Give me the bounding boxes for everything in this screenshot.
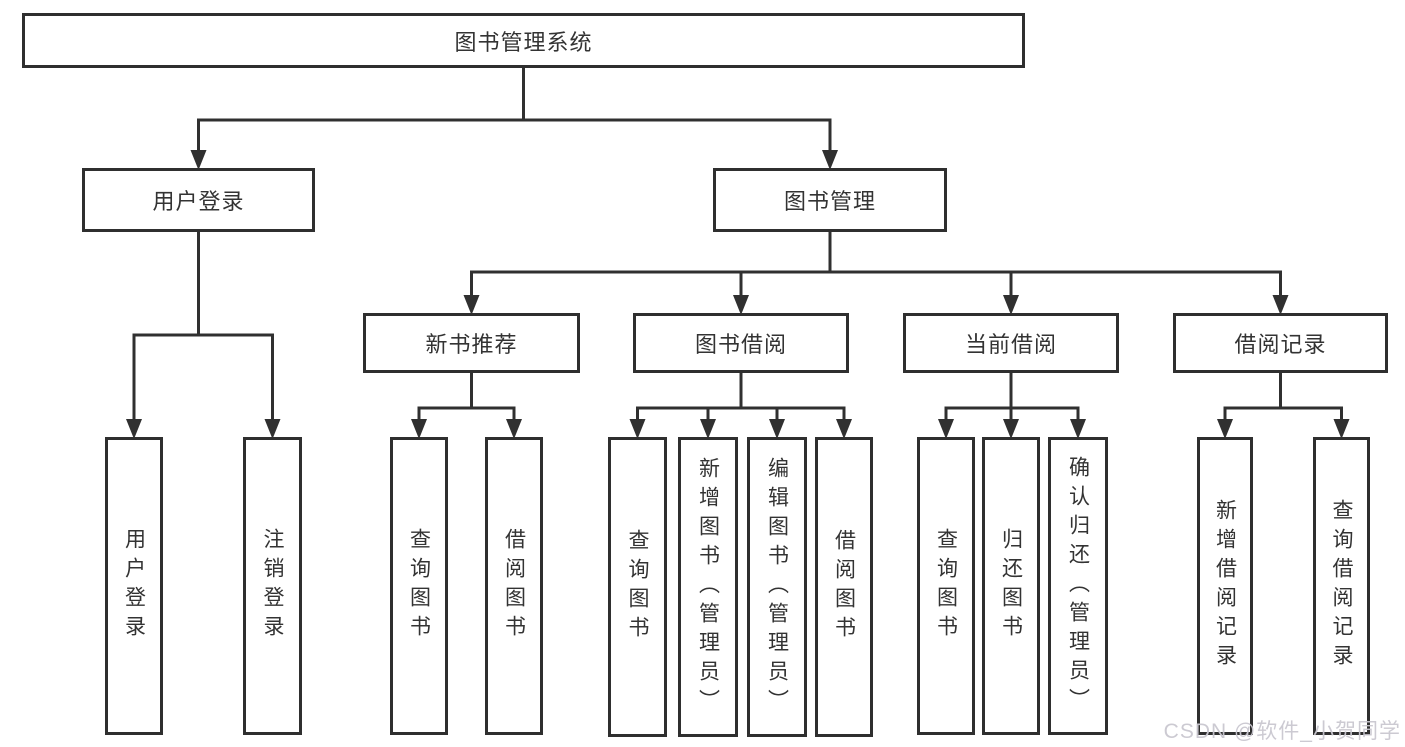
node-borrowrecords: 借阅记录 xyxy=(1173,313,1388,373)
node-queryrecord: 查询借阅记录 xyxy=(1313,437,1370,735)
arrowhead-icon xyxy=(1217,419,1233,439)
node-querybooks2: 查询图书 xyxy=(608,437,667,737)
node-editbooks: 编辑图书（管理员） xyxy=(747,437,807,737)
arrowhead-icon xyxy=(938,419,954,439)
node-label-querybooks3: 查询图书 xyxy=(934,528,958,644)
node-querybooks1: 查询图书 xyxy=(390,437,448,735)
node-logout: 注销登录 xyxy=(243,437,302,735)
node-label-borrowbooks1: 借阅图书 xyxy=(502,528,526,644)
arrowhead-icon xyxy=(700,419,716,439)
node-borrowbooks2: 借阅图书 xyxy=(815,437,873,737)
node-label-querybooks1: 查询图书 xyxy=(407,528,431,644)
node-label-currentborrow: 当前借阅 xyxy=(964,332,1057,357)
arrowhead-icon xyxy=(1003,419,1019,439)
node-label-returnbooks: 归还图书 xyxy=(999,528,1023,644)
node-root: 图书管理系统 xyxy=(22,13,1025,68)
arrowhead-icon xyxy=(1003,295,1019,315)
node-confirmreturn: 确认归还（管理员） xyxy=(1048,437,1108,735)
node-label-bookmgmt: 图书管理 xyxy=(783,189,876,214)
arrowhead-icon xyxy=(822,150,838,170)
node-addbooks: 新增图书（管理员） xyxy=(678,437,738,737)
arrowhead-icon xyxy=(629,419,646,439)
arrowhead-icon xyxy=(733,295,749,315)
arrowhead-icon xyxy=(836,419,852,439)
arrowhead-icon xyxy=(463,295,480,315)
node-addrecord: 新增借阅记录 xyxy=(1197,437,1253,735)
node-label-borrowrecords: 借阅记录 xyxy=(1234,332,1327,357)
node-label-login: 用户登录 xyxy=(152,189,245,214)
arrowhead-icon xyxy=(411,419,427,439)
arrowhead-icon xyxy=(506,419,522,439)
node-label-confirmreturn: 确认归还（管理员） xyxy=(1066,455,1090,717)
node-login: 用户登录 xyxy=(82,168,315,232)
arrowhead-icon xyxy=(769,419,785,439)
node-label-root: 图书管理系统 xyxy=(454,29,593,55)
node-label-logout: 注销登录 xyxy=(261,528,284,644)
node-newbook: 新书推荐 xyxy=(363,313,580,373)
node-label-borrowbooks2: 借阅图书 xyxy=(832,529,856,645)
node-borrowbooks1: 借阅图书 xyxy=(485,437,543,735)
node-userlogin: 用户登录 xyxy=(105,437,163,735)
node-bookmgmt: 图书管理 xyxy=(713,168,947,232)
node-label-addbooks: 新增图书（管理员） xyxy=(696,456,720,718)
arrowhead-icon xyxy=(264,419,281,439)
node-label-querybooks2: 查询图书 xyxy=(626,529,649,645)
arrowhead-icon xyxy=(1333,419,1350,439)
arrowhead-icon xyxy=(1272,295,1289,315)
node-currentborrow: 当前借阅 xyxy=(903,313,1119,373)
node-label-bookborrow: 图书借阅 xyxy=(694,332,787,357)
arrowhead-icon xyxy=(1070,419,1086,439)
node-label-addrecord: 新增借阅记录 xyxy=(1213,499,1237,673)
arrowhead-icon xyxy=(190,150,207,170)
csdn-watermark: CSDN @软件_小贺同学 xyxy=(1163,720,1401,743)
node-querybooks3: 查询图书 xyxy=(917,437,975,735)
node-label-queryrecord: 查询借阅记录 xyxy=(1330,499,1353,673)
node-returnbooks: 归还图书 xyxy=(982,437,1040,735)
node-label-editbooks: 编辑图书（管理员） xyxy=(765,456,789,718)
node-label-userlogin: 用户登录 xyxy=(122,528,146,644)
node-label-newbook: 新书推荐 xyxy=(425,332,518,357)
arrowhead-icon xyxy=(126,419,142,439)
node-bookborrow: 图书借阅 xyxy=(633,313,849,373)
